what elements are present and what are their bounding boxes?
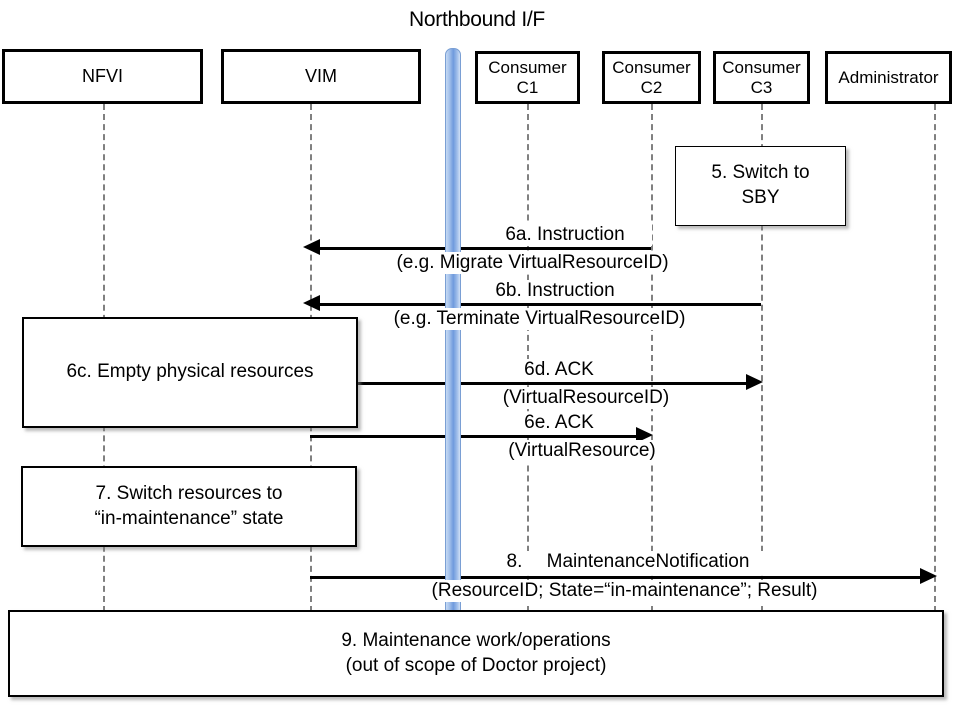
message-line-6a bbox=[316, 247, 651, 250]
message-label-6e-line1: 6e. ACK bbox=[492, 412, 626, 435]
northbound-interface-bar bbox=[445, 48, 461, 616]
participant-administrator[interactable]: Administrator bbox=[825, 51, 952, 104]
message-arrowhead-6d bbox=[746, 374, 763, 390]
message-line-6d bbox=[358, 382, 748, 385]
message-label-6d-line1: 6d. ACK bbox=[492, 359, 626, 382]
participant-consumer-c3[interactable]: Consumer C3 bbox=[713, 51, 810, 104]
note-switch-resources-in-maintenance[interactable]: 7. Switch resources to “in-maintenance” … bbox=[21, 466, 357, 547]
participant-consumer-c2[interactable]: Consumer C2 bbox=[602, 51, 701, 104]
message-label-6b-line2: (e.g. Terminate VirtualResourceID) bbox=[360, 308, 719, 331]
note-maintenance-work-operations[interactable]: 9. Maintenance work/operations (out of s… bbox=[8, 610, 944, 697]
note-text: 9. Maintenance work/operations (out of s… bbox=[341, 629, 611, 676]
message-label-6d-line2: (VirtualResourceID) bbox=[474, 387, 698, 410]
lifeline-c1 bbox=[527, 104, 529, 612]
message-label-6b-line1: 6b. Instruction bbox=[468, 280, 642, 303]
note-text: 5. Switch to SBY bbox=[711, 162, 810, 208]
note-empty-physical-resources[interactable]: 6c. Empty physical resources bbox=[22, 317, 358, 428]
note-switch-to-sby[interactable]: 5. Switch to SBY bbox=[675, 146, 846, 226]
message-arrowhead-6b bbox=[303, 295, 320, 311]
participant-nfvi[interactable]: NFVI bbox=[2, 49, 203, 104]
participant-label: Consumer C3 bbox=[722, 58, 801, 97]
participant-vim[interactable]: VIM bbox=[221, 49, 421, 104]
message-line-6b bbox=[316, 303, 761, 306]
message-arrowhead-6e bbox=[636, 427, 653, 443]
message-label-8-line1: 8. MaintenanceNotification bbox=[466, 551, 790, 574]
participant-label: Administrator bbox=[838, 67, 939, 87]
participant-label: Consumer C2 bbox=[612, 58, 691, 97]
page-title: Northbound I/F bbox=[409, 8, 545, 31]
participant-label: NFVI bbox=[81, 66, 123, 87]
message-label-6a-line2: (e.g. Migrate VirtualResourceID) bbox=[363, 252, 702, 275]
lifeline-c2 bbox=[651, 104, 653, 612]
message-line-8 bbox=[310, 576, 924, 579]
message-label-8-line2: (ResourceID; State=“in-maintenance”; Res… bbox=[390, 580, 859, 603]
message-line-6e bbox=[310, 435, 638, 438]
lifeline-c3 bbox=[761, 104, 763, 612]
participant-label: Consumer C1 bbox=[488, 58, 567, 97]
message-label-6e-line2: (VirtualResource) bbox=[480, 440, 684, 463]
note-text: 7. Switch resources to “in-maintenance” … bbox=[94, 482, 284, 529]
message-label-6a-line1: 6a. Instruction bbox=[478, 224, 652, 247]
lifeline-admin bbox=[934, 104, 936, 612]
participant-label: VIM bbox=[304, 66, 337, 87]
message-arrowhead-8 bbox=[920, 568, 937, 584]
note-text: 6c. Empty physical resources bbox=[66, 361, 314, 383]
participant-consumer-c1[interactable]: Consumer C1 bbox=[475, 51, 580, 104]
message-arrowhead-6a bbox=[303, 239, 320, 255]
